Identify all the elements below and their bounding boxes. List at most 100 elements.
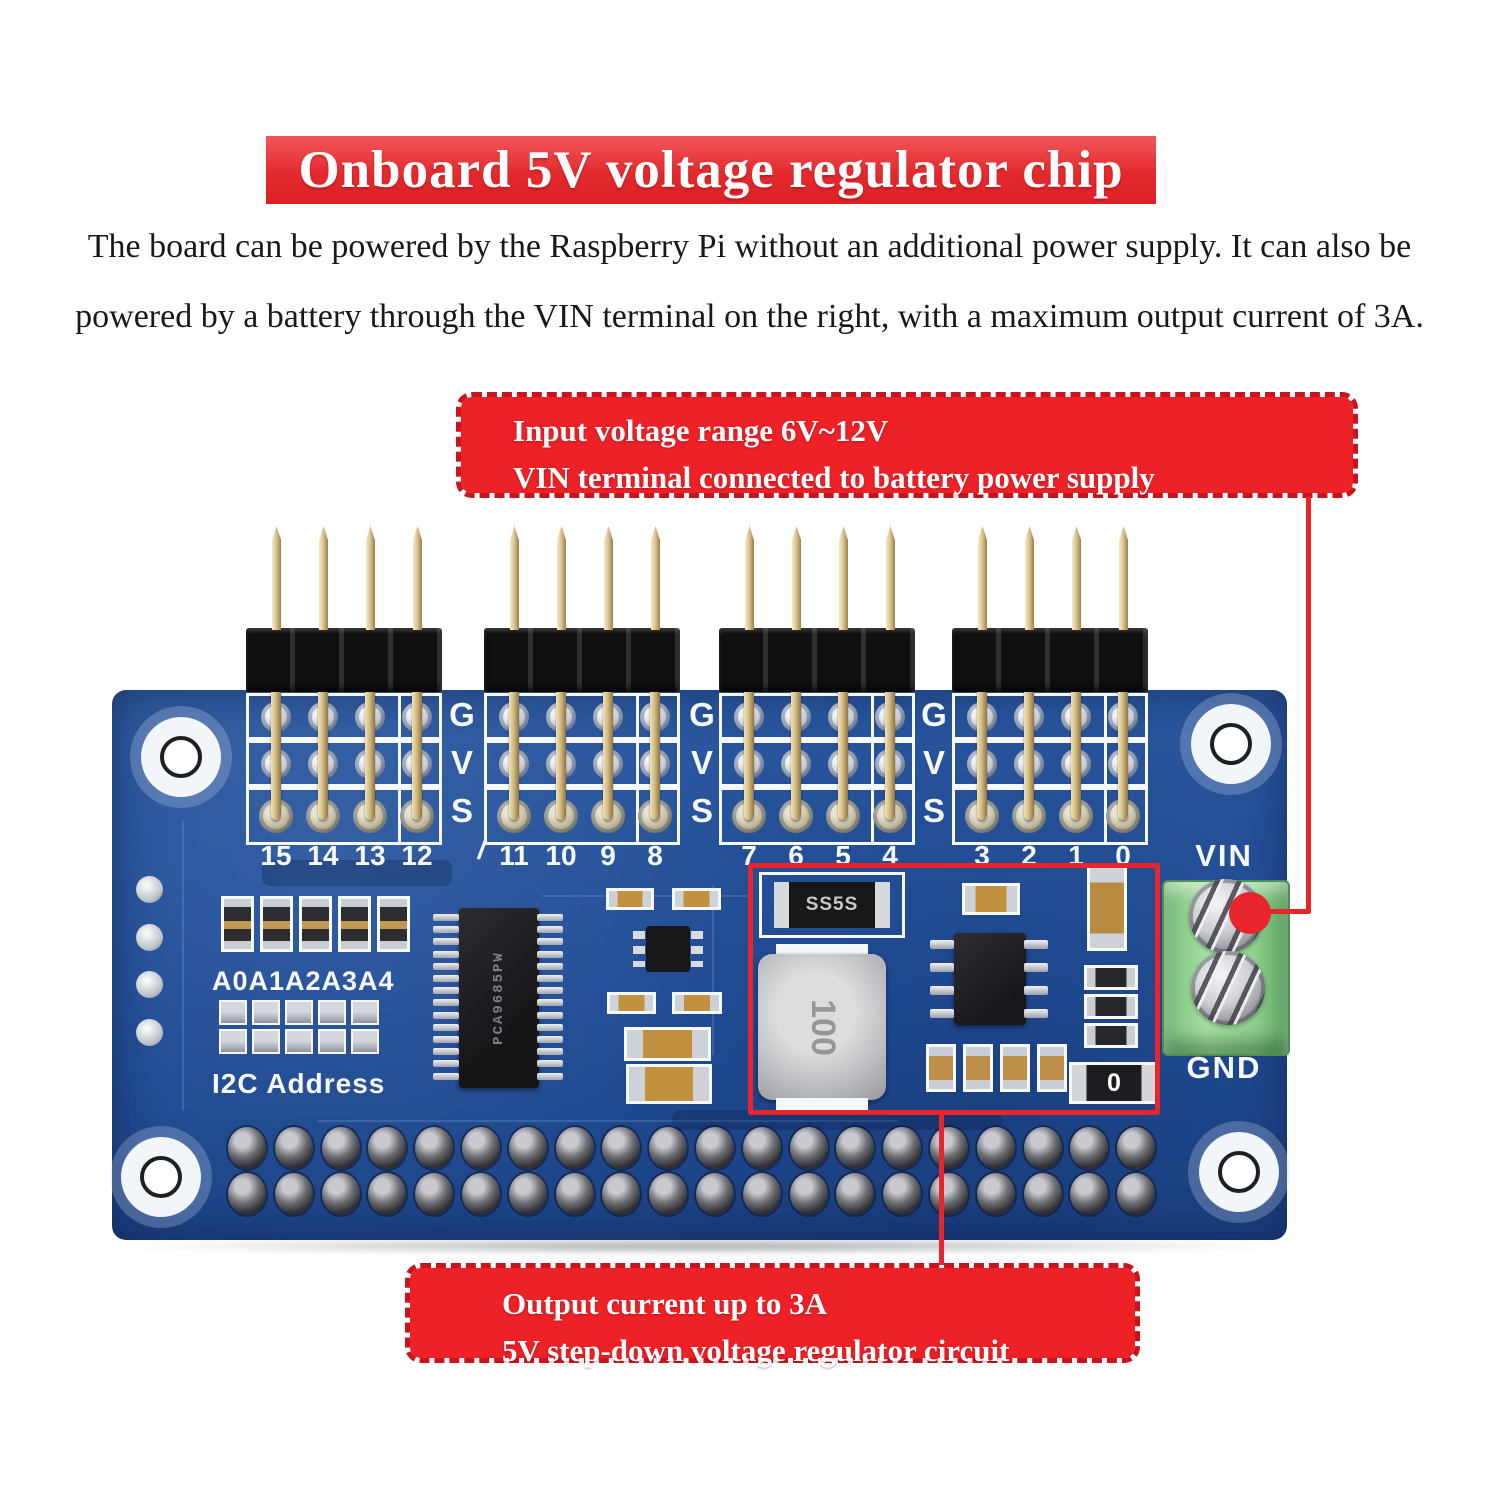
gpio-hole (508, 1173, 547, 1215)
jumper-pad (351, 1029, 379, 1054)
gpio-hole (508, 1127, 547, 1169)
gpio-hole (742, 1127, 781, 1169)
header-pin (1071, 688, 1081, 820)
header-pin (886, 526, 895, 630)
channel-label: 4 (882, 840, 898, 871)
via-hole (136, 876, 163, 903)
header-pin (1025, 526, 1034, 630)
header-pin (271, 688, 281, 820)
row-label-v: V (690, 744, 713, 781)
chip-pin (537, 1011, 563, 1019)
chip-pin (930, 963, 954, 972)
gpio-hole (462, 1173, 500, 1215)
channel-label: 3 (974, 840, 990, 871)
mounting-hole-top-right (1191, 704, 1271, 784)
gpio-hole (742, 1173, 781, 1215)
channel-label: 8 (647, 840, 663, 871)
chip-pin (537, 926, 563, 934)
row-label-v: V (922, 744, 945, 781)
gpio-hole (368, 1173, 407, 1215)
pad-row-divider (1104, 693, 1107, 740)
row-label-s: S (690, 792, 713, 829)
resistor (1084, 965, 1138, 990)
header-pin (745, 526, 754, 630)
chip-pin (537, 1048, 563, 1056)
header-pad-row (719, 787, 915, 845)
gpio-hole (228, 1173, 266, 1215)
chip-pin (433, 1011, 459, 1019)
header-pad-row (952, 740, 1148, 787)
header-pin (556, 688, 566, 820)
gpio-hole (883, 1127, 922, 1169)
callout-bottom-connector-line (939, 1113, 944, 1265)
gpio-hole (649, 1127, 688, 1169)
address-resistor (338, 896, 371, 952)
chip-marking: PCA9685PW (491, 951, 507, 1045)
header-pin (978, 526, 987, 630)
via-hole (136, 1018, 163, 1046)
row-label-g: G (449, 696, 475, 733)
channel-label: 10 (545, 840, 577, 871)
chip-pin (433, 1036, 459, 1043)
header-pin (272, 526, 281, 630)
jumper-pad (285, 1029, 313, 1054)
chip-pin (537, 962, 563, 970)
header-pad-row (246, 740, 442, 787)
capacitor (1000, 1044, 1030, 1092)
header-pad-row (952, 693, 1148, 740)
gpio-hole (976, 1173, 1015, 1215)
title-banner: Onboard 5V voltage regulator chip (266, 136, 1156, 204)
mounting-hole-top-left (141, 717, 221, 797)
jumper-pad (219, 1000, 247, 1025)
jumper-pad (285, 1000, 313, 1025)
channel-label: 12 (401, 840, 433, 871)
gpio-hole (1023, 1127, 1062, 1169)
address-resistor (221, 896, 254, 952)
inductor-body: 100 (758, 954, 886, 1100)
pcb-trace (182, 820, 184, 1110)
gpio-hole (228, 1127, 266, 1169)
capacitor (1037, 1044, 1067, 1092)
header-pin (885, 688, 895, 820)
channel-label: 11 (499, 840, 529, 871)
header-pin (838, 688, 848, 820)
gpio-hole (1117, 1173, 1156, 1215)
callout-output-current: Output current up to 3A 5V step-down vol… (405, 1263, 1140, 1368)
chip-pin (537, 975, 563, 982)
mounting-hole-bottom-left (121, 1137, 201, 1217)
zero-ohm-resistor: 0 (1069, 1062, 1159, 1104)
pad-row-divider (398, 693, 401, 740)
header-pin (650, 688, 660, 820)
channel-label: 2 (1021, 840, 1037, 871)
vin-callout-dot (1229, 892, 1271, 934)
header-pin (366, 526, 375, 630)
chip-pin (930, 986, 954, 995)
header-pin (1024, 688, 1034, 820)
header-pin (1119, 526, 1128, 630)
chip-pin (433, 987, 459, 995)
header-pad-row (719, 693, 915, 740)
regulator-circuit-outline (748, 863, 1160, 1115)
pad-row-divider (398, 740, 401, 787)
channel-label: 13 (354, 840, 386, 871)
pad-row-divider (636, 740, 639, 787)
page-title: Onboard 5V voltage regulator chip (298, 141, 1124, 199)
header-pin (413, 526, 422, 630)
description-line-1: The board can be powered by the Raspberr… (87, 228, 1412, 265)
pad-row-divider (398, 787, 401, 845)
channel-label: 7 (741, 840, 757, 871)
chip-pin (537, 987, 563, 995)
capacitor (962, 883, 1020, 915)
channel-label: 0 (1115, 840, 1131, 871)
diode-marking: SS5S (805, 894, 859, 915)
pad-row-divider (871, 740, 874, 787)
header-pin (319, 526, 328, 630)
header-pin (557, 526, 566, 630)
diode-body: SS5S (774, 882, 890, 928)
header-pin (509, 688, 519, 820)
pcb-shade (672, 1110, 1002, 1130)
address-resistor (260, 896, 293, 952)
header-pin (1118, 688, 1128, 820)
header-pin (744, 688, 754, 820)
capacitor (606, 888, 654, 910)
